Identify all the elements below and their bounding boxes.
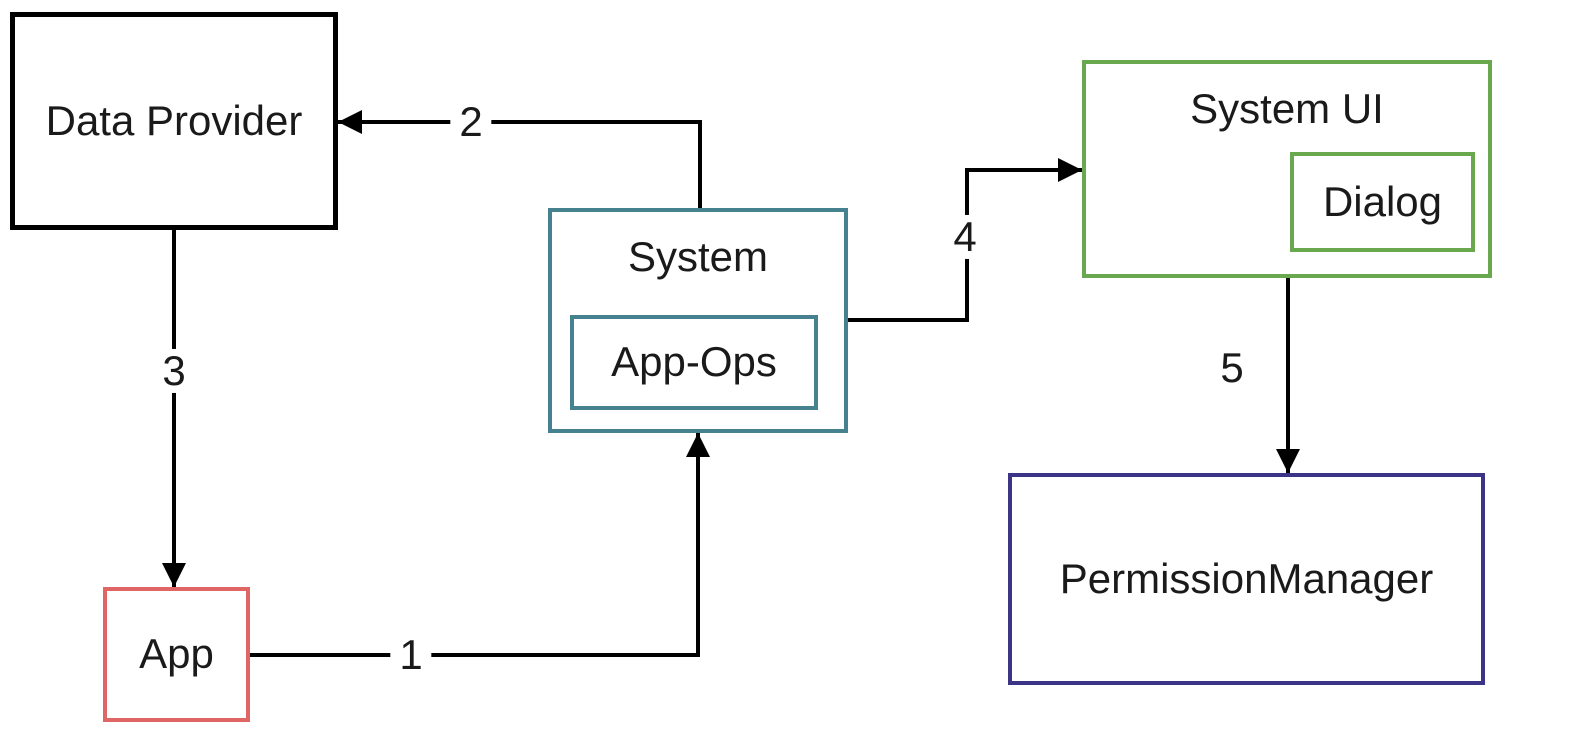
system-box: System App-Ops [548,208,848,433]
app-ops-box: App-Ops [570,315,818,410]
data-provider-box: Data Provider [10,12,338,230]
arrow-1-app-to-system [250,433,710,657]
dialog-label: Dialog [1322,177,1443,225]
permission-manager-label: PermissionManager [1059,554,1434,602]
arrow-5-label: 5 [1220,343,1244,391]
system-ui-label: System UI [1190,85,1384,132]
dialog-box: Dialog [1290,152,1475,252]
permission-manager-box: PermissionManager [1008,473,1485,685]
arrow-1-label: 1 [390,632,432,678]
system-ui-box: System UI Dialog [1082,60,1492,278]
app-label: App [139,630,214,678]
arrow-4-label: 4 [944,214,986,260]
app-ops-label: App-Ops [611,338,777,386]
data-provider-label: Data Provider [45,96,303,144]
arrow-3-label: 3 [153,348,195,394]
app-box: App [103,587,250,722]
arrow-2-system-to-data-provider [338,110,702,208]
system-label: System [627,233,769,280]
arrow-2-label: 2 [450,99,492,145]
